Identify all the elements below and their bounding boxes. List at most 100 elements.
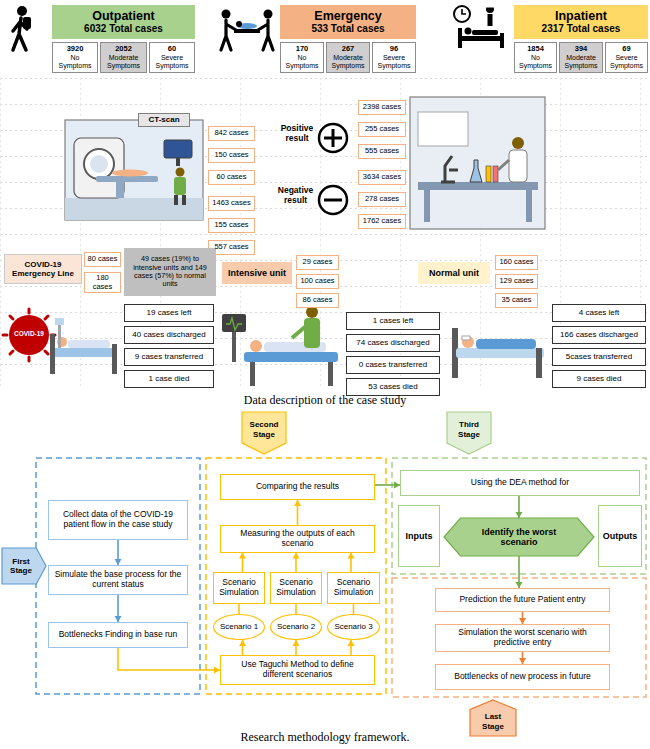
- case-count-box: 180 cases: [84, 272, 121, 293]
- node-text: 60 cases: [216, 173, 246, 182]
- outcome-box: 40 cases discharged: [124, 326, 214, 344]
- node-text: 49 cases (19%) to intensive units and 14…: [127, 255, 213, 288]
- node-text: 1 case died: [149, 374, 190, 383]
- symptom-box: 1854No Symptoms: [514, 42, 557, 73]
- arrowhead: [516, 512, 523, 518]
- inpatient-icon: [454, 5, 504, 48]
- case-count-box: 155 cases: [208, 218, 255, 233]
- case-count-box: 160 cases: [495, 255, 538, 270]
- category-header: Inpatient2317 Total cases: [514, 5, 648, 39]
- node-text: 2052: [115, 45, 132, 54]
- category-header: Emergency533 Total cases: [280, 5, 416, 39]
- shape-outline: [470, 700, 516, 736]
- symptom-box: 170No Symptoms: [280, 42, 324, 73]
- process-box: Prediction the future Patient entry: [435, 588, 610, 612]
- node-text: COVID-19 Emergency Line: [8, 260, 78, 278]
- node-text: Outputs: [603, 531, 638, 541]
- case-count-box: 255 cases: [358, 122, 406, 137]
- laboratory-picture: [424, 190, 430, 222]
- ct-scan-picture: [164, 140, 192, 158]
- node-text: 6032 Total cases: [84, 23, 163, 35]
- node-text: Scenario Simulation: [333, 578, 374, 598]
- case-count-box: 100 cases: [296, 274, 339, 289]
- inpatient-icon: [454, 6, 470, 22]
- intensive-bed-picture: [226, 318, 242, 330]
- case-count-box: 1762 cases: [358, 214, 406, 229]
- node-text: 394: [575, 45, 588, 54]
- node-text: 267: [342, 45, 355, 54]
- ct-scan-picture: [74, 138, 124, 198]
- input-box: Inputs: [398, 505, 440, 567]
- stretcher-icon: [222, 10, 231, 19]
- node-text: Scenario 2: [277, 622, 315, 631]
- node-text: Use Taguchi Method to define different s…: [226, 660, 369, 680]
- positive-sign: [319, 124, 347, 152]
- normal-bed-picture: [452, 328, 544, 378]
- node-text: 842 cases: [214, 129, 248, 138]
- symptom-box: 96Severe Symptoms: [372, 42, 416, 73]
- ct-scan-picture: [182, 195, 186, 205]
- process-box: Bottlenecks Finding in base run: [48, 622, 188, 648]
- category-header: Outpatient6032 Total cases: [52, 5, 195, 39]
- connector-line: [238, 604, 240, 614]
- intensive-bed-picture: [222, 306, 338, 386]
- ct-scan-picture: [176, 158, 180, 166]
- normal-bed-picture: [462, 336, 470, 340]
- laboratory-picture: [470, 160, 482, 182]
- shape-outline: [444, 518, 594, 556]
- laboratory-picture: [486, 166, 491, 182]
- background-grid: [0, 78, 650, 386]
- node-text: Moderate Symptoms: [563, 54, 599, 70]
- node-text: Moderate Symptoms: [104, 54, 143, 70]
- case-count-box: 129 cases: [495, 274, 538, 289]
- case-count-box: 29 cases: [296, 255, 339, 270]
- walking-person-icon: [23, 17, 31, 29]
- intensive-bed-picture: [232, 332, 236, 362]
- note-label: Positive result: [277, 124, 317, 144]
- node-text: 3634 cases: [363, 173, 401, 182]
- case-count-box: 555 cases: [358, 144, 406, 159]
- connector-arrow: [348, 553, 355, 572]
- symptom-box: 267Moderate Symptoms: [326, 42, 370, 73]
- stage-tag: Last Stage: [470, 700, 516, 736]
- node-text: 86 cases: [302, 296, 332, 305]
- ellipse-outline: [271, 615, 322, 640]
- case-count-box: 278 cases: [358, 192, 406, 207]
- node-text: Second Stage: [245, 420, 283, 438]
- node-text: Scenario Simulation: [219, 578, 259, 598]
- connector-arrow: [293, 553, 300, 572]
- node-text: 166 cases discharged: [560, 330, 638, 339]
- connector-arrow: [239, 604, 240, 614]
- node-text: Severe Symptoms: [376, 54, 412, 70]
- intensive-bed-picture: [304, 318, 320, 348]
- process-box: Use Taguchi Method to define different s…: [220, 655, 375, 685]
- connector-arrow: [115, 595, 122, 622]
- node-text: 19 cases left: [147, 308, 192, 317]
- node-text: 2398 cases: [363, 103, 401, 112]
- node-text: 150 cases: [214, 151, 248, 160]
- node-text: 1 cases left: [373, 316, 413, 325]
- virus-label: COVID-19: [10, 330, 48, 337]
- node-text: Collect data of the COVID-19 patient flo…: [54, 510, 182, 530]
- connector-arrow: [115, 540, 122, 565]
- patient-bed-picture: [50, 348, 116, 357]
- scenario-ellipse: Scenario 3: [327, 614, 380, 640]
- node-text: 180 cases: [87, 274, 118, 291]
- case-count-box: 1463 cases: [208, 196, 255, 211]
- arrowhead: [293, 553, 300, 559]
- figure-caption: Data description of the case study: [0, 394, 650, 408]
- laboratory-picture: [493, 166, 498, 182]
- normal-bed-picture: [536, 348, 542, 378]
- outcome-box: 5cases transferred: [552, 348, 646, 366]
- ct-scan-picture: [90, 155, 108, 173]
- intensive-bed-picture: [328, 362, 333, 386]
- node-text: 4 cases left: [579, 308, 619, 317]
- case-count-box: 35 cases: [495, 293, 538, 308]
- inpatient-icon: [500, 33, 504, 48]
- symptom-box: 60Severe Symptoms: [149, 42, 195, 73]
- node-text: Scenario 3: [334, 622, 372, 631]
- node-text: Scenario 1: [220, 622, 258, 631]
- arrowhead: [239, 553, 246, 559]
- node-text: Normal unit: [429, 268, 479, 278]
